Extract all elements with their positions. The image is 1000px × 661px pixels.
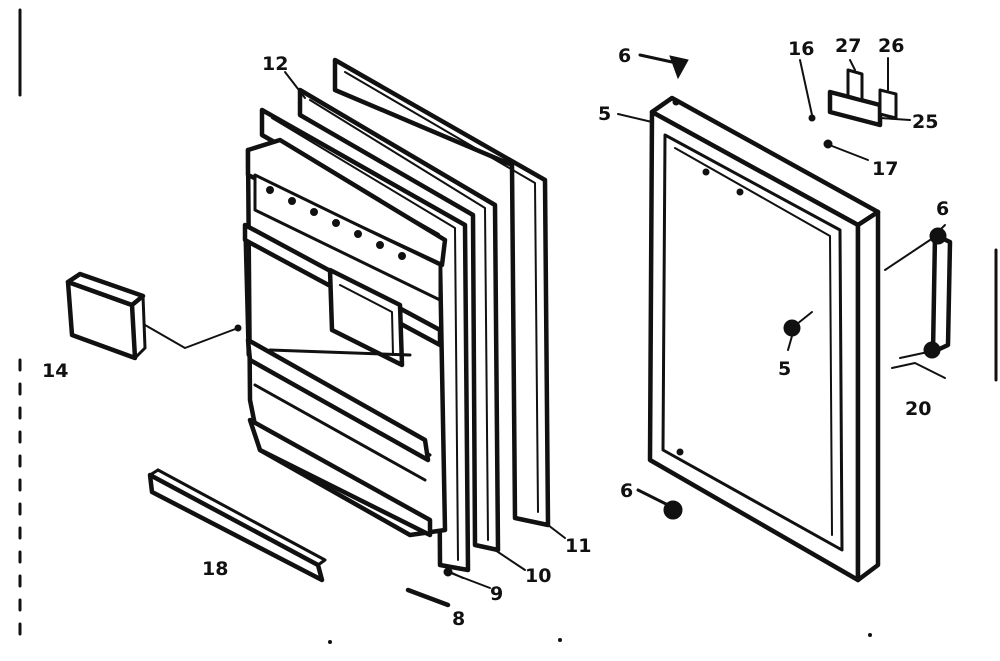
part-20-handle bbox=[884, 224, 953, 379]
label-11: 11 bbox=[565, 535, 591, 557]
part-5-fastener bbox=[783, 311, 813, 351]
part-6-screw-top bbox=[638, 53, 689, 80]
control-buttons bbox=[266, 186, 406, 260]
leader-1 bbox=[617, 113, 653, 123]
label-6-bottom: 6 bbox=[620, 480, 633, 502]
label-10: 10 bbox=[525, 565, 551, 587]
part-16-pin bbox=[799, 59, 816, 122]
label-5: 5 bbox=[778, 358, 791, 380]
part-1-door-shell bbox=[647, 95, 881, 583]
part-9-liner bbox=[259, 107, 471, 573]
label-17: 17 bbox=[872, 158, 898, 180]
label-1: 5 bbox=[598, 103, 611, 125]
part-6-screw-bottom bbox=[636, 488, 683, 520]
part-10-seal bbox=[297, 87, 501, 553]
label-26: 26 bbox=[878, 35, 904, 57]
specks bbox=[328, 633, 872, 644]
label-9: 9 bbox=[490, 583, 503, 605]
part-18-trim bbox=[147, 468, 327, 583]
label-27: 27 bbox=[835, 35, 861, 57]
part-11-gasket bbox=[332, 57, 551, 528]
part-14-cap bbox=[65, 271, 242, 361]
page-edge-marks bbox=[18, 8, 998, 642]
leaders-left bbox=[284, 71, 566, 589]
part-8-screw bbox=[405, 567, 453, 608]
label-25: 25 bbox=[912, 111, 938, 133]
part-25-hinge bbox=[827, 57, 911, 128]
label-20: 20 bbox=[905, 398, 931, 420]
label-6-handle: 6 bbox=[936, 198, 949, 220]
part-labels: 12 14 18 8 9 10 11 6 5 6 5 16 27 26 25 1… bbox=[42, 35, 949, 630]
label-16: 16 bbox=[788, 38, 814, 60]
label-12: 12 bbox=[262, 53, 288, 75]
label-8: 8 bbox=[452, 608, 465, 630]
label-14: 14 bbox=[42, 360, 68, 382]
label-18: 18 bbox=[202, 558, 228, 580]
label-6-top: 6 bbox=[618, 45, 631, 67]
part-17-bushing bbox=[823, 139, 869, 161]
part-12-inner-door bbox=[242, 137, 448, 538]
